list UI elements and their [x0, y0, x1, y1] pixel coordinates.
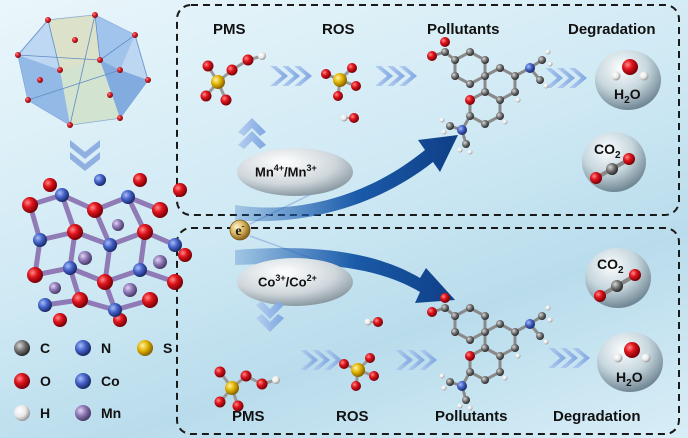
- legend-s-swatch: [137, 340, 153, 356]
- bottom-degradation-label: Degradation: [553, 408, 641, 425]
- top-pms-label: PMS: [213, 21, 246, 38]
- top-water-label: H2O: [614, 86, 641, 106]
- legend-mn-swatch: [75, 405, 91, 421]
- bottom-water-label: H2O: [616, 369, 643, 389]
- legend-o-swatch: [14, 373, 30, 389]
- legend-h-swatch: [14, 405, 30, 421]
- bottom-pollutants-label: Pollutants: [435, 408, 508, 425]
- top-pms-molecule: [201, 52, 267, 106]
- legend-h-label: H: [40, 405, 50, 421]
- up-chevrons-icon: [238, 118, 266, 149]
- bottom-pms-molecule: [215, 367, 281, 412]
- legend-c-label: C: [40, 340, 50, 356]
- down-chevrons-icon: [70, 140, 100, 171]
- octahedral-crystal-structure: [15, 12, 151, 128]
- legend-c-swatch: [14, 340, 30, 356]
- bottom-pms-label: PMS: [232, 408, 265, 425]
- legend-co-label: Co: [101, 373, 120, 389]
- bottom-co2-label: CO2: [597, 256, 624, 276]
- legend-o-label: O: [40, 373, 51, 389]
- legend-co-swatch: [75, 373, 91, 389]
- bottom-pollutant-molecule: [427, 293, 553, 411]
- top-degradation-label: Degradation: [568, 21, 656, 38]
- co-redox-label: Co3+/Co2+: [258, 273, 317, 289]
- top-co2-label: CO2: [594, 141, 621, 161]
- legend-n-label: N: [101, 340, 111, 356]
- catalyst-lattice: [22, 173, 192, 327]
- legend-swatches: [14, 340, 153, 421]
- bottom-ros-molecule: [339, 317, 383, 391]
- top-ros-molecule: [321, 63, 361, 123]
- top-pollutants-label: Pollutants: [427, 21, 500, 38]
- legend-mn-label: Mn: [101, 405, 121, 421]
- bottom-ros-label: ROS: [336, 408, 369, 425]
- legend-s-label: S: [163, 340, 172, 356]
- legend-n-swatch: [75, 340, 91, 356]
- mn-redox-label: Mn4+/Mn3+: [255, 163, 317, 179]
- down-chevrons-bottom-icon: [256, 301, 284, 332]
- top-ros-label: ROS: [322, 21, 355, 38]
